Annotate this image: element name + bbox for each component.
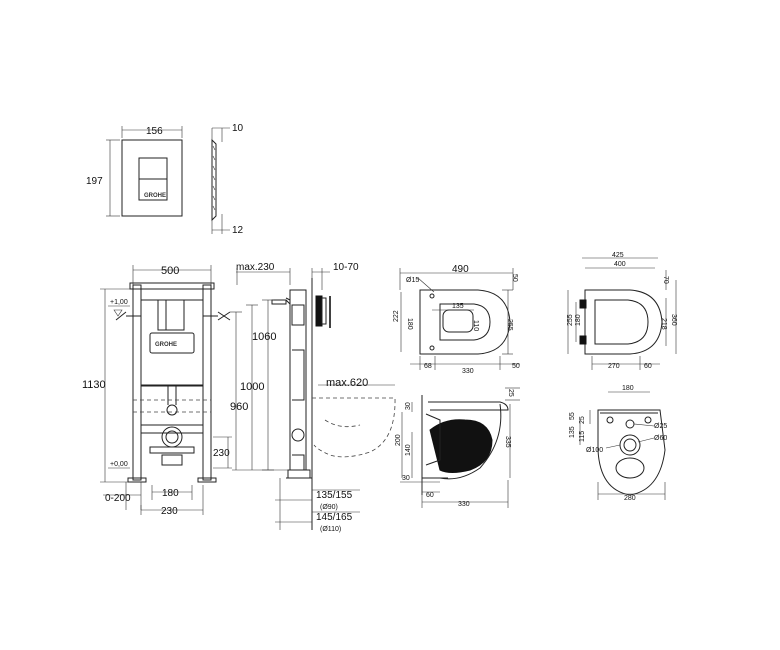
side-h1000-label: 1000 bbox=[240, 381, 264, 393]
frame-feet-adjust-label: 0-200 bbox=[105, 493, 131, 504]
bowl-top-dia-label: Ø15 bbox=[406, 277, 419, 284]
flush-plate-thickness-bottom-label: 12 bbox=[232, 225, 244, 236]
bowl-top-inner-width-label: 180 bbox=[406, 318, 413, 330]
bowl-top-width-label: 255 bbox=[506, 319, 513, 331]
side-drain-label-2: 145/165 bbox=[316, 512, 353, 523]
bowl-side-b60-label: 60 bbox=[426, 492, 434, 499]
flush-plate-logo: GROHE bbox=[144, 193, 166, 199]
rear-h55-label: 55 bbox=[569, 412, 576, 420]
bowl-top-view: 490 50 Ø15 135 180 110 255 222 68 330 50 bbox=[393, 264, 520, 375]
bowl-top-right-label: 50 bbox=[511, 274, 518, 282]
frame-width-label: 500 bbox=[161, 265, 179, 277]
frame-side-view: max.230 10-70 max.620 1060 bbox=[230, 262, 396, 533]
frame-level-bottom-label: +0,00 bbox=[110, 461, 128, 468]
flush-plate-height-label: 197 bbox=[86, 176, 103, 187]
bowl-rear-view: 180 Ø25 Ø60 Ø100 55 25 135 115 280 bbox=[569, 385, 667, 502]
rear-d100-label: Ø100 bbox=[586, 447, 603, 454]
seat-outer-width-label: 425 bbox=[612, 252, 624, 259]
seat-bottom-label: 270 bbox=[608, 363, 620, 370]
bowl-top-inner-label: 110 bbox=[472, 320, 479, 331]
flush-plate-side-view: 10 12 bbox=[211, 123, 244, 236]
rear-d60-label: Ø60 bbox=[654, 435, 667, 442]
seat-inner-width-label: 400 bbox=[614, 261, 626, 268]
frame-level-top-label: +1,00 bbox=[110, 299, 128, 306]
seat-h255-label: 255 bbox=[567, 314, 574, 326]
seat-h360-label: 360 bbox=[670, 314, 677, 326]
frame-outlet-width-label: 230 bbox=[161, 506, 178, 517]
side-h1060-label: 1060 bbox=[252, 331, 276, 343]
side-drain-sub-1: (Ø90) bbox=[320, 504, 338, 511]
seat-h218-label: 218 bbox=[660, 318, 667, 330]
flush-plate-front-view: GROHE 156 197 bbox=[86, 126, 183, 217]
bowl-top-length-label: 490 bbox=[452, 264, 469, 275]
bowl-side-top-label: 25 bbox=[507, 389, 514, 397]
side-wall-label: 10-70 bbox=[333, 262, 359, 273]
seat-top-view: 425 400 255 180 70 218 360 270 60 bbox=[567, 252, 677, 370]
bowl-top-right-bottom-label: 50 bbox=[512, 363, 520, 370]
frame-height-label: 1130 bbox=[82, 379, 106, 391]
bowl-side-b330-label: 330 bbox=[458, 501, 470, 508]
bowl-top-depth-label: 330 bbox=[462, 368, 474, 375]
frame-outlet-height-label: 230 bbox=[213, 448, 230, 459]
rear-h115-label: 115 bbox=[579, 431, 586, 442]
bowl-top-left-width-label: 222 bbox=[393, 310, 400, 322]
flush-plate-width-label: 156 bbox=[146, 126, 163, 137]
bowl-top-left-label: 68 bbox=[424, 363, 432, 370]
rear-bottom-label: 280 bbox=[624, 495, 636, 502]
side-drain-label-1: 135/155 bbox=[316, 490, 353, 501]
rear-h135-label: 135 bbox=[569, 426, 576, 438]
frame-front-view: 500 GROHE 1130 bbox=[82, 265, 232, 517]
bowl-side-b30-label: 30 bbox=[402, 475, 410, 482]
bowl-side-h200-label: 200 bbox=[395, 434, 402, 446]
seat-bottom-right-label: 60 bbox=[644, 363, 652, 370]
bowl-side-view: 25 30 200 140 335 30 60 330 bbox=[395, 387, 520, 508]
side-h960-label: 960 bbox=[230, 401, 248, 413]
seat-h70-label: 70 bbox=[662, 276, 669, 284]
bowl-side-h30-label: 30 bbox=[405, 402, 412, 410]
bowl-side-h335-label: 335 bbox=[504, 436, 511, 448]
side-drain-sub-2: (Ø110) bbox=[320, 526, 341, 533]
frame-outlet-spacing-label: 180 bbox=[162, 488, 179, 499]
bowl-side-h140-label: 140 bbox=[405, 444, 412, 456]
side-depth-label: max.230 bbox=[236, 262, 275, 273]
rear-width-label: 180 bbox=[622, 385, 634, 392]
frame-logo: GROHE bbox=[155, 342, 177, 348]
side-projection-label: max.620 bbox=[326, 377, 368, 389]
flush-plate-thickness-top-label: 10 bbox=[232, 123, 244, 134]
seat-h180-label: 180 bbox=[575, 314, 582, 326]
bowl-top-hole-spacing-label: 135 bbox=[452, 303, 464, 310]
rear-h25-label: 25 bbox=[579, 416, 586, 424]
rear-d25-label: Ø25 bbox=[654, 423, 667, 430]
